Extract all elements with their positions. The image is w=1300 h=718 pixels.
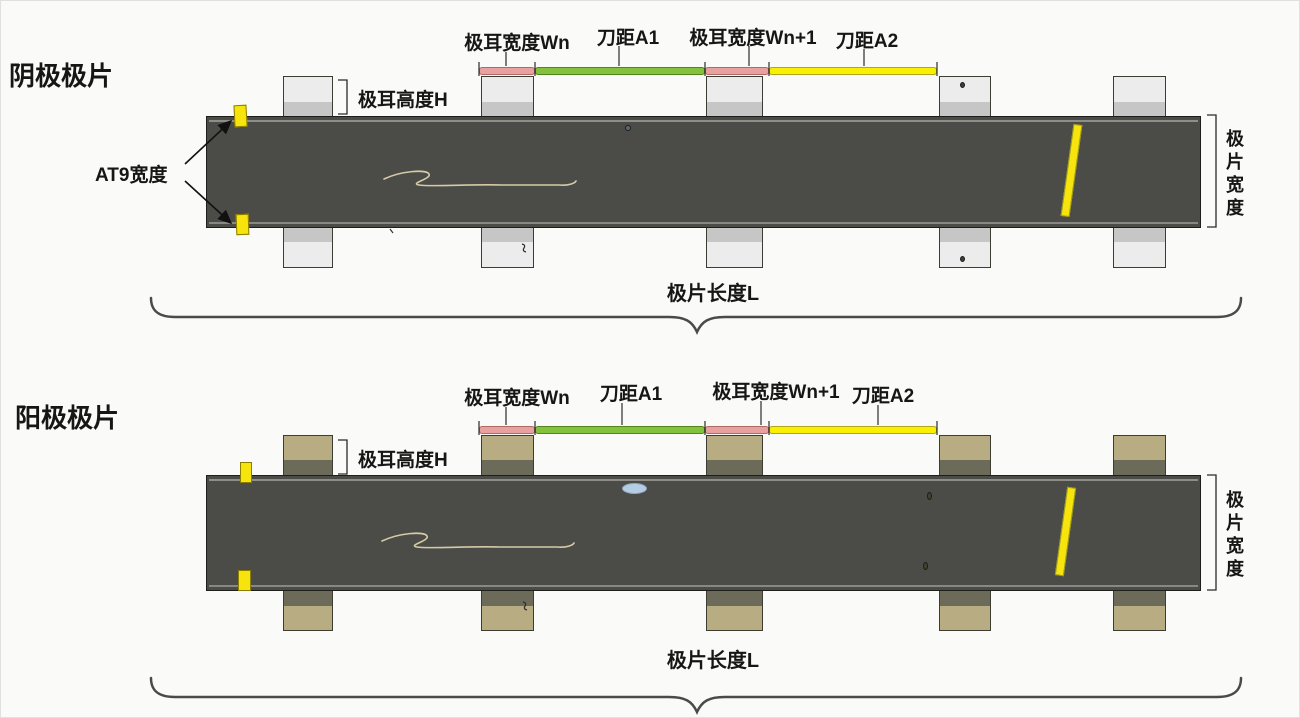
anode-tab-top bbox=[283, 435, 333, 476]
cathode-at9-width-label: AT9宽度 bbox=[95, 165, 168, 186]
anode-tab-bottom bbox=[283, 590, 333, 631]
cathode-tab-bottom bbox=[706, 227, 763, 268]
anode-tab-width-wn1-label: 极耳宽度Wn+1 bbox=[712, 382, 840, 403]
anode-tab-height-label: 极耳高度H bbox=[358, 450, 448, 471]
cathode-tab-width-wn-bar bbox=[479, 67, 535, 75]
anode-blade-gap-a1-bar bbox=[535, 426, 705, 434]
cathode-blade-gap-a1-bar bbox=[535, 67, 705, 75]
anode-defect-dot-lower bbox=[923, 562, 928, 570]
cathode-tab-top bbox=[283, 76, 333, 117]
cathode-tab-bottom bbox=[1113, 227, 1166, 268]
cathode-tab-top bbox=[481, 76, 534, 117]
anode-sheet-width-label: 极片宽度 bbox=[1224, 490, 1244, 582]
cathode-strip bbox=[206, 116, 1201, 228]
cathode-tab-width-wn1-label: 极耳宽度Wn+1 bbox=[689, 28, 817, 49]
cathode-tab-defect-dot-top bbox=[960, 82, 965, 88]
anode-sheet-length-brace bbox=[149, 676, 1243, 716]
cathode-tab-bottom bbox=[283, 227, 333, 268]
anode-tab-top bbox=[939, 435, 991, 476]
anode-strip bbox=[206, 475, 1201, 591]
cathode-section-title: 阴极极片 bbox=[9, 61, 114, 91]
anode-tab-bottom bbox=[939, 590, 991, 631]
anode-tab-width-wn1-bar bbox=[705, 426, 769, 434]
cathode-sheet-length-label: 极片长度L bbox=[666, 283, 760, 305]
cathode-blade-gap-a1-label: 刀距A1 bbox=[596, 28, 660, 49]
cathode-blade-gap-a2-bar bbox=[769, 67, 937, 75]
cathode-tab-top bbox=[1113, 76, 1166, 117]
anode-sheet-width-bracket bbox=[1207, 474, 1217, 591]
anode-edge-marker-bottom bbox=[238, 570, 251, 591]
anode-edge-marker-top bbox=[240, 462, 252, 483]
anode-tab-width-wn-label: 极耳宽度Wn bbox=[464, 388, 570, 409]
anode-tab-bottom bbox=[1113, 590, 1166, 631]
anode-sheet-length-label: 极片长度L bbox=[666, 650, 760, 672]
cathode-tab-height-label: 极耳高度H bbox=[358, 90, 448, 111]
cathode-edge-marker-bottom bbox=[235, 213, 250, 236]
anode-tab-top bbox=[706, 435, 763, 476]
cathode-tab-bottom bbox=[481, 227, 534, 268]
anode-blade-gap-a1-label: 刀距A1 bbox=[599, 384, 663, 405]
anode-blade-gap-a2-bar bbox=[769, 426, 937, 434]
anode-tab-width-wn-bar bbox=[479, 426, 535, 434]
cathode-tab-width-wn1-bar bbox=[705, 67, 769, 75]
anode-tab-height-bracket bbox=[338, 439, 348, 475]
anode-defect-dot-upper bbox=[927, 492, 932, 500]
cathode-blade-gap-a2-label: 刀距A2 bbox=[835, 31, 899, 52]
cathode-edge-marker-top bbox=[233, 104, 248, 128]
cathode-tab-defect-dot-bottom bbox=[960, 256, 965, 262]
anode-tab-bottom bbox=[481, 590, 534, 631]
anode-tab-bottom bbox=[706, 590, 763, 631]
cathode-tab-height-bracket bbox=[338, 79, 348, 115]
cathode-defect-dot bbox=[625, 125, 631, 131]
cathode-tab-top bbox=[706, 76, 763, 117]
cathode-tab-bottom bbox=[939, 227, 991, 268]
cathode-sheet-width-label: 极片宽度 bbox=[1224, 129, 1244, 221]
cathode-small-mark bbox=[389, 228, 394, 234]
cathode-tab-width-wn-label: 极耳宽度Wn bbox=[464, 33, 570, 54]
anode-blade-gap-a2-label: 刀距A2 bbox=[851, 386, 915, 407]
cathode-tab-top bbox=[939, 76, 991, 117]
anode-tab-top bbox=[481, 435, 534, 476]
anode-tab-top bbox=[1113, 435, 1166, 476]
anode-section-title: 阳极极片 bbox=[15, 403, 120, 433]
anode-defect-blue-ellipse bbox=[622, 483, 647, 494]
cathode-sheet-width-bracket bbox=[1207, 114, 1217, 228]
